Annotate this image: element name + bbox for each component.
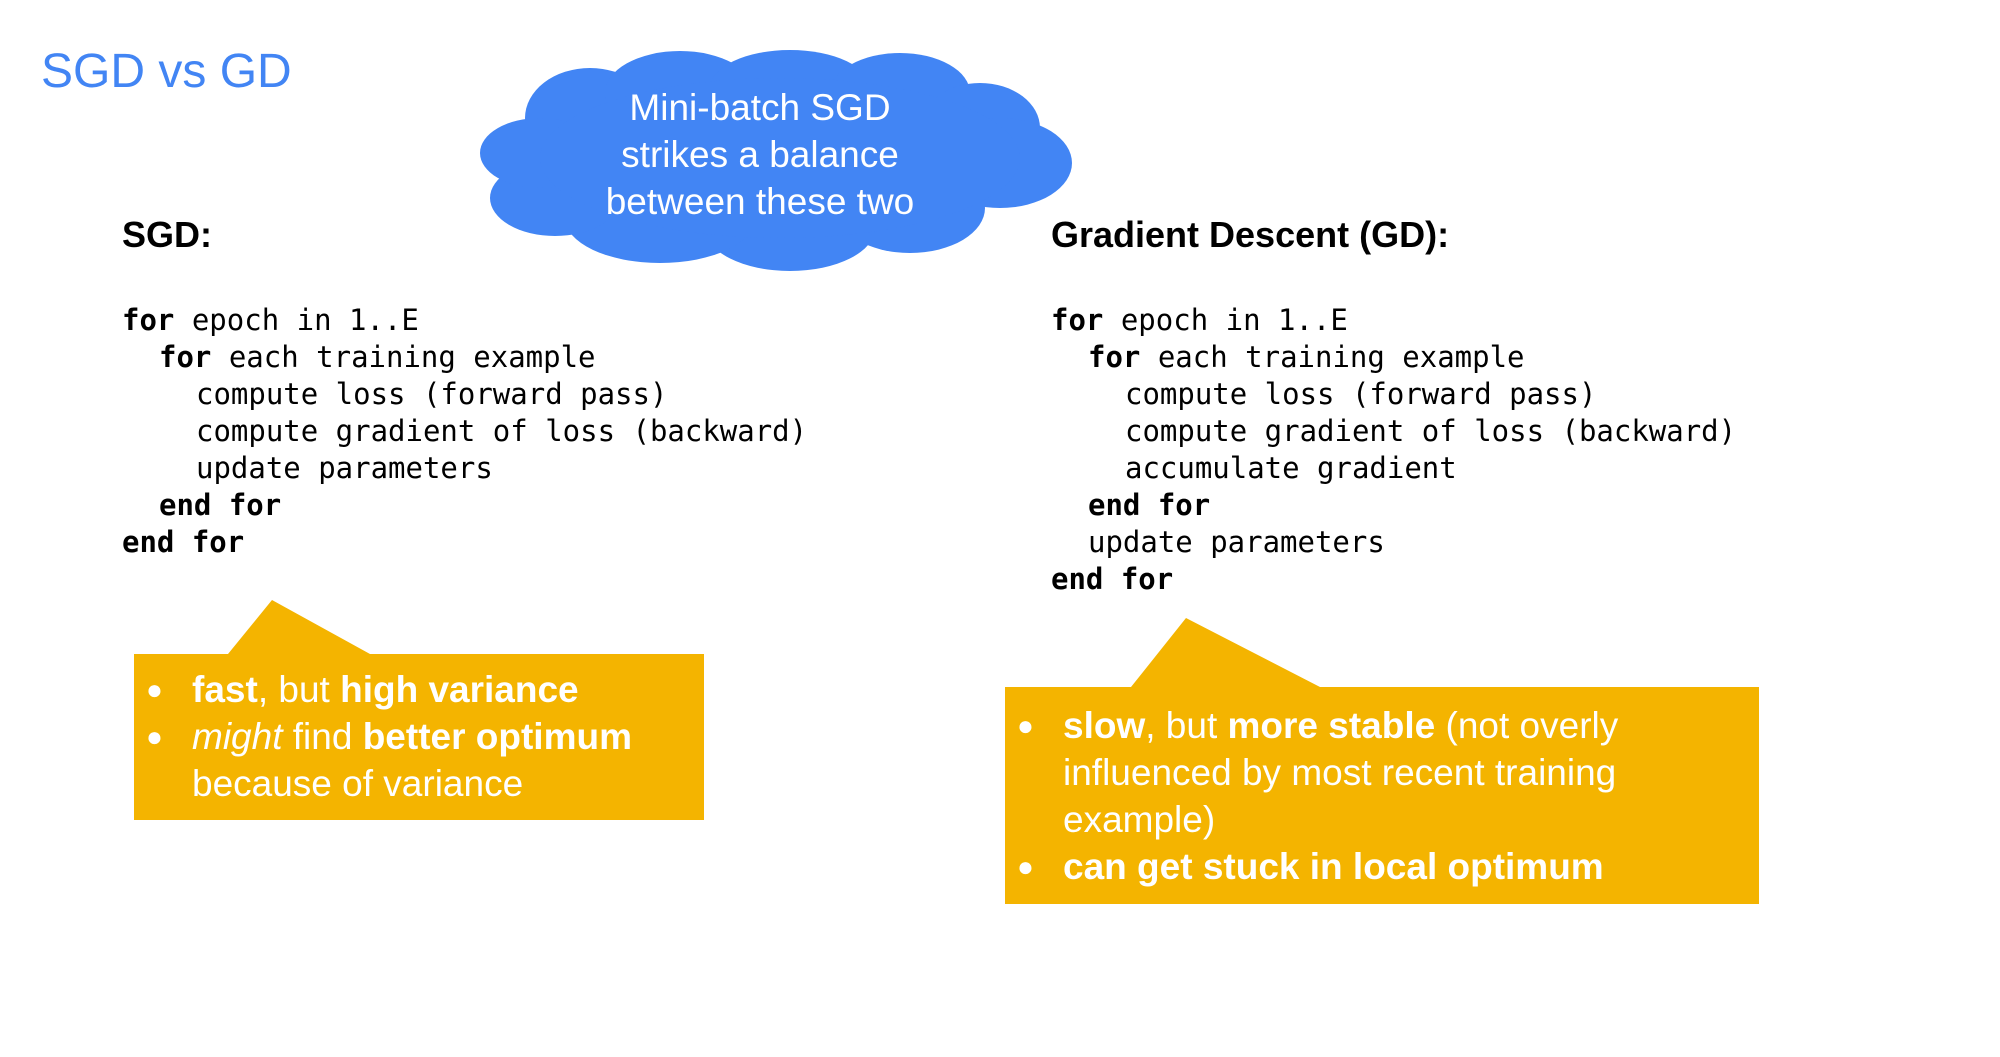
code-line: compute gradient of loss (backward) bbox=[122, 413, 807, 450]
bullet-icon: ● bbox=[1017, 851, 1034, 882]
bullet-text: can get stuck in local optimum bbox=[1063, 846, 1604, 887]
gd-heading: Gradient Descent (GD): bbox=[1051, 214, 1450, 255]
code-keyword: for bbox=[1088, 340, 1141, 374]
bullet-text: might bbox=[192, 716, 283, 757]
code-line: end for bbox=[122, 487, 807, 524]
code-line: update parameters bbox=[122, 450, 807, 487]
code-text: update parameters bbox=[196, 451, 493, 485]
bullet-item: ● might find better optimum because of va… bbox=[146, 713, 691, 807]
bullet-icon: ● bbox=[146, 721, 163, 752]
cloud-line: between these two bbox=[605, 181, 915, 222]
code-text: compute gradient of loss (backward) bbox=[1125, 414, 1737, 448]
sgd-callout: ● fast, but high variance ● might find bett… bbox=[134, 598, 706, 822]
code-line: for each training example bbox=[122, 339, 807, 376]
code-keyword: end for bbox=[159, 488, 282, 522]
bullet-text: because of variance bbox=[192, 763, 524, 804]
bullet-item: ● slow, but more stable (not overly influ… bbox=[1017, 702, 1717, 843]
code-text: epoch in 1..E bbox=[174, 303, 419, 337]
code-text: each training example bbox=[1140, 340, 1525, 374]
bullet-text: better optimum bbox=[362, 716, 632, 757]
bullet-item: ● fast, but high variance bbox=[146, 666, 691, 713]
code-text: update parameters bbox=[1088, 525, 1385, 559]
code-line: end for bbox=[1051, 561, 1736, 598]
code-line: for each training example bbox=[1051, 339, 1736, 376]
bullet-icon: ● bbox=[1017, 710, 1034, 741]
code-line: end for bbox=[122, 524, 807, 561]
bullet-icon: ● bbox=[146, 674, 163, 705]
bullet-text: find bbox=[282, 716, 363, 757]
bullet-text: (not overly influenced by most recent tr… bbox=[1063, 705, 1619, 840]
bullet-text: , but bbox=[257, 669, 341, 710]
code-line: for epoch in 1..E bbox=[122, 302, 807, 339]
code-line: compute loss (forward pass) bbox=[122, 376, 807, 413]
code-keyword: for bbox=[1051, 303, 1104, 337]
code-text: each training example bbox=[211, 340, 596, 374]
cloud-line: Mini-batch SGD bbox=[629, 87, 891, 128]
code-keyword: end for bbox=[122, 525, 245, 559]
code-text: compute loss (forward pass) bbox=[1125, 377, 1597, 411]
code-keyword: for bbox=[159, 340, 212, 374]
code-keyword: end for bbox=[1051, 562, 1174, 596]
bullet-text: more stable bbox=[1227, 705, 1436, 746]
code-line: update parameters bbox=[1051, 524, 1736, 561]
code-text: compute gradient of loss (backward) bbox=[196, 414, 808, 448]
code-line: compute loss (forward pass) bbox=[1051, 376, 1736, 413]
bullet-text: , but bbox=[1145, 705, 1228, 746]
code-line: accumulate gradient bbox=[1051, 450, 1736, 487]
bullet-item: ● can get stuck in local optimum bbox=[1017, 843, 1717, 890]
code-line: compute gradient of loss (backward) bbox=[1051, 413, 1736, 450]
cloud-text: Mini-batch SGD strikes a balance between… bbox=[540, 84, 980, 225]
cloud-line: strikes a balance bbox=[621, 134, 899, 175]
code-keyword: for bbox=[122, 303, 175, 337]
slide-title: SGD vs GD bbox=[41, 45, 292, 98]
gd-callout: ● slow, but more stable (not overly influ… bbox=[1005, 616, 1761, 906]
bullet-text: slow bbox=[1063, 705, 1146, 746]
code-keyword: end for bbox=[1088, 488, 1211, 522]
sgd-heading: SGD: bbox=[122, 214, 212, 255]
cloud-shape bbox=[480, 50, 1072, 271]
code-text: accumulate gradient bbox=[1125, 451, 1457, 485]
code-line: for epoch in 1..E bbox=[1051, 302, 1736, 339]
bullet-text: high variance bbox=[340, 669, 579, 710]
code-text: epoch in 1..E bbox=[1103, 303, 1348, 337]
bullet-text: fast bbox=[192, 669, 258, 710]
code-line: end for bbox=[1051, 487, 1736, 524]
code-text: compute loss (forward pass) bbox=[196, 377, 668, 411]
